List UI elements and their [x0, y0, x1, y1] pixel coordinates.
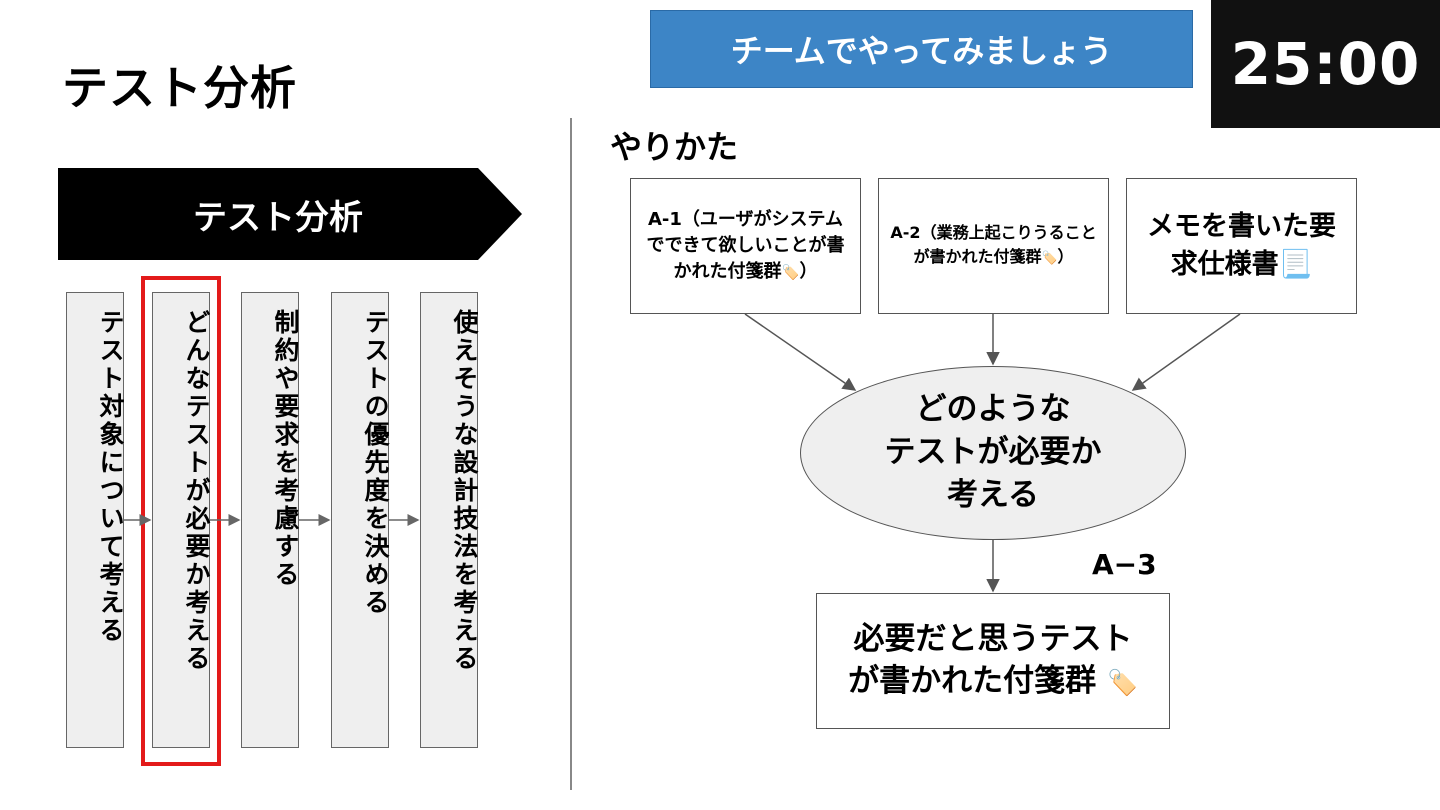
analysis-ellipse [800, 366, 1186, 540]
panel-divider [570, 118, 572, 790]
input-box-suffix: ） [799, 260, 818, 282]
process-step-label: テスト対象について考える [96, 309, 125, 645]
team-banner: チームでやってみましょう [650, 10, 1193, 88]
process-step-5: 使えそうな設計技法を考える [420, 292, 479, 748]
output-box: 必要だと思うテスト が書かれた付箋群 🏷️ [816, 593, 1170, 729]
method-heading: やりかた [610, 128, 739, 166]
ellipse-line: どのような [915, 391, 1071, 427]
process-step-label: 使えそうな設計技法を考える [450, 309, 479, 673]
process-step-2: どんなテストが必要か考える [152, 292, 211, 748]
current-step-highlight [141, 276, 221, 766]
step-label-a3: A−3 [1092, 548, 1157, 581]
process-step-label: どんなテストが必要か考える [182, 309, 211, 673]
flow-arrow [1131, 313, 1241, 391]
input-box-text: A-1（ユーザがシステムでできて欲しいことが書かれた付箋群 [646, 208, 845, 282]
input-box-a2: A-2（業務上起こりうることが書かれた付箋群🏷️） [878, 178, 1109, 314]
input-box-suffix: ） [1057, 247, 1074, 266]
ellipse-line: テストが必要か [884, 434, 1102, 470]
process-arrow-banner [58, 168, 522, 260]
countdown-timer: 25:00 [1211, 0, 1440, 128]
output-line: が書かれた付箋群 [848, 663, 1097, 699]
document-icon: 📃 [1278, 249, 1313, 280]
input-box-text: A-2（業務上起こりうることが書かれた付箋群 [890, 223, 1097, 266]
input-box-a1: A-1（ユーザがシステムでできて欲しいことが書かれた付箋群🏷️） [630, 178, 861, 314]
process-step-label: 制約や要求を考慮する [271, 309, 300, 589]
process-step-4: テストの優先度を決める [331, 292, 390, 748]
ellipse-line: 考える [946, 477, 1040, 513]
process-arrow-label: テスト分析 [193, 197, 363, 238]
flow-arrow [744, 313, 857, 391]
input-box-text: メモを書いた要求仕様書 [1147, 211, 1336, 280]
output-line: 必要だと思うテスト [853, 621, 1133, 657]
input-box-spec: メモを書いた要求仕様書📃 [1126, 178, 1357, 314]
process-step-3: 制約や要求を考慮する [241, 292, 300, 748]
label-tag-icon: 🏷️ [781, 264, 800, 281]
slide-title: テスト分析 [62, 61, 297, 115]
label-tag-icon: 🏷️ [1041, 251, 1058, 266]
process-step-1: テスト対象について考える [66, 292, 125, 748]
analysis-ellipse-text: どのような テストが必要か 考える [800, 388, 1186, 517]
process-step-label: テストの優先度を決める [361, 309, 390, 617]
label-tag-icon: 🏷️ [1106, 668, 1138, 697]
